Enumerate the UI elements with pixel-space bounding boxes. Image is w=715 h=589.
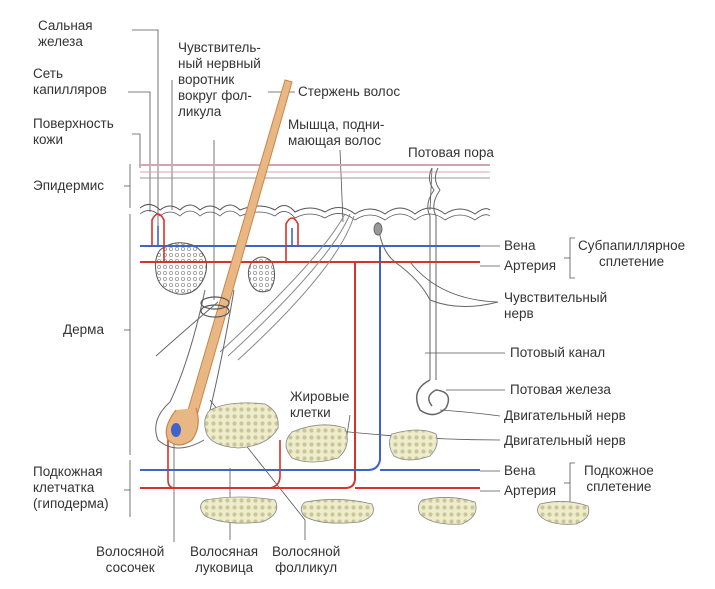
leader-lines [128, 29, 505, 542]
label-vein-lower: Вена [504, 463, 536, 478]
brackets [124, 164, 575, 517]
hair-papilla [171, 423, 181, 437]
sweat-gland [415, 379, 450, 416]
arrector-muscle [219, 213, 355, 361]
label-sweat-pore: Потовая пора [408, 145, 494, 160]
label-motor-nerve-1: Двигательный нерв [504, 408, 626, 423]
label-sweat-gland: Потовая железа [510, 382, 611, 397]
leader-sebaceous [132, 29, 159, 238]
label-sweat-duct: Потовый канал [510, 345, 606, 360]
hair-follicle [155, 289, 206, 449]
sebaceous-gland-left [155, 242, 207, 295]
label-dermis: Дерма [63, 322, 104, 337]
skin-surface [139, 164, 491, 221]
label-vein-upper: Вена [504, 238, 536, 253]
label-artery-lower: Артерия [504, 483, 557, 498]
fat-cells [200, 402, 590, 525]
label-epidermis: Эпидермис [33, 178, 105, 193]
label-artery-upper: Артерия [504, 258, 557, 273]
sebaceous-gland-right [247, 256, 276, 293]
sweat-duct [427, 167, 435, 380]
label-hair-shaft: Стержень волос [298, 84, 401, 99]
label-motor-nerve-2: Двигательный нерв [504, 433, 626, 448]
label-arrector-muscle: Мышца, подни-мающая волос [288, 117, 385, 148]
